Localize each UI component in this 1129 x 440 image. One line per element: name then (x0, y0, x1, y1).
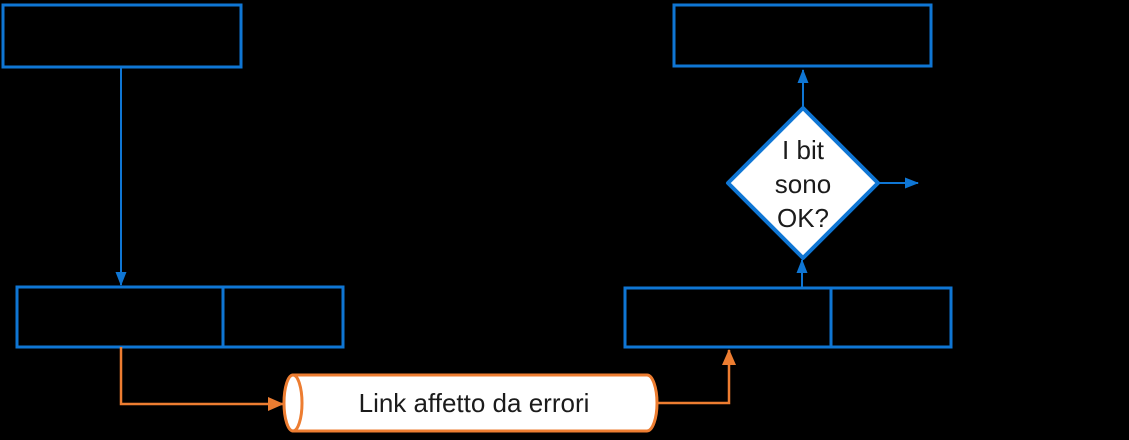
link-cylinder-body (291, 373, 659, 433)
link-cylinder: Link affetto da errori (282, 373, 659, 433)
decision-diamond-label-line3: OK? (777, 203, 829, 233)
decision-diamond-shape (726, 106, 880, 260)
split-box-bottom-right-frame (623, 286, 953, 349)
decision-diamond: I bit sono OK? (726, 106, 880, 260)
link-cylinder-label: Link affetto da errori (359, 388, 590, 418)
box-top-left (1, 3, 243, 69)
split-box-bottom-left-frame (15, 285, 345, 349)
decision-diamond-label-line1: I bit (782, 135, 825, 165)
box-top-right (672, 3, 933, 68)
connector-bottomleft-to-cylinder (119, 347, 284, 411)
link-cylinder-cap (282, 373, 304, 433)
decision-diamond-label-line2: sono (775, 169, 831, 199)
connector-cylinder-to-bottomright (656, 349, 736, 405)
split-box-bottom-right (623, 286, 953, 349)
split-box-bottom-left (15, 285, 345, 349)
